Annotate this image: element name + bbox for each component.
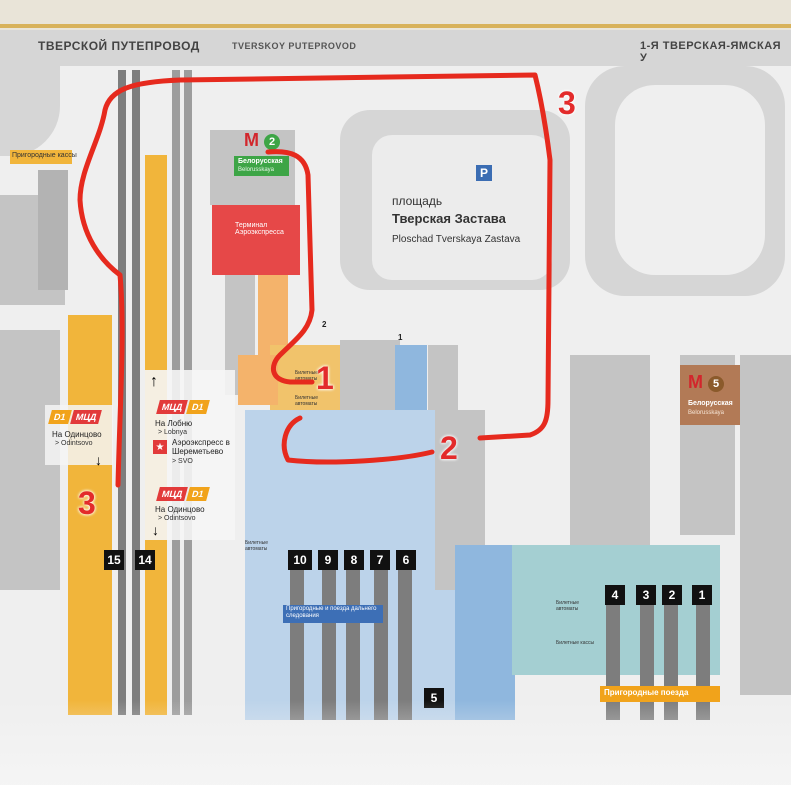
route-path-3 (77, 72, 553, 488)
ticket-label-1: Билетные автоматы (295, 370, 319, 382)
suburban-trains-label: Пригородные поезда (604, 688, 689, 697)
route-path-1 (265, 149, 315, 385)
route-marker-3-top: 3 (558, 85, 576, 121)
street-label-tverskaya-yamskaya: 1-Я ТВЕРСКАЯ-ЯМСКАЯ У (640, 40, 782, 64)
metro-east-logo: M (688, 372, 703, 392)
top-border-stripe (0, 24, 791, 28)
route-path-2 (281, 415, 435, 465)
metro-north-line: 2 (264, 134, 280, 150)
direction-aeroexpress-ru: Аэроэкспресс в Шереметьево (172, 438, 230, 456)
middle-building-2 (428, 345, 458, 415)
metro-north-name-ru: Белорусская (238, 158, 283, 165)
right-loop-inner (615, 85, 765, 275)
street-label-tverskoy-ru: ТВЕРСКОЙ ПУТЕПРОВОД (38, 39, 200, 53)
suburban-ticket-box (10, 150, 72, 164)
ticket-label-4: Билетные автоматы (556, 600, 580, 612)
square-name-en: Ploschad Tverskaya Zastava (392, 234, 521, 245)
middle-building-1 (340, 340, 400, 420)
platform-10: 10 (288, 550, 312, 570)
direction-odintsovo-ru: На Одинцово (155, 505, 205, 514)
aeroexpress-terminal (212, 205, 300, 275)
long-distance-label: Пригородные и поезда дальнего следования (286, 606, 377, 619)
metro-east-name-en: Belorusskaya (688, 410, 725, 416)
square-label-small: площадь (392, 194, 443, 208)
platform-2: 2 (662, 585, 682, 605)
tverskoy-overpass-road (0, 30, 791, 66)
ticket-hall-orange-2 (238, 355, 278, 405)
ticket-label-2: Билетные автоматы (295, 395, 319, 407)
platform-6: 6 (396, 550, 416, 570)
aeroexpress-terminal-label: Терминал Аэроэкспресса (235, 222, 284, 236)
route-marker-1: 1 (316, 360, 334, 396)
track-left-2 (132, 70, 140, 715)
direction-odintsovo-en: > Odintsovo (158, 515, 196, 522)
suburban-ticket-label: Пригородные кассы (12, 152, 77, 159)
exit-1-label: 1 (398, 333, 403, 342)
direction-lobnya-ru: На Лобню (155, 419, 193, 428)
metro-east-line: 5 (708, 376, 724, 392)
direction-aeroexpress-en: > SVO (172, 458, 193, 465)
direction-panel (145, 370, 235, 540)
right-building-1 (570, 355, 650, 545)
platform-7: 7 (370, 550, 390, 570)
platform-15: 15 (104, 550, 124, 570)
platform-4: 4 (605, 585, 625, 605)
platform-9: 9 (318, 550, 338, 570)
bottom-fade (0, 700, 791, 785)
left-direction-odintsovo-ru: На Одинцово (52, 430, 102, 439)
right-building-3 (740, 355, 791, 695)
left-building-3 (38, 170, 68, 290)
lower-blue-strip (455, 545, 515, 720)
platform-14: 14 (135, 550, 155, 570)
left-arrow-down-icon: ↓ (95, 452, 102, 468)
parking-icon: P (476, 165, 492, 181)
long-distance-banner (283, 605, 383, 623)
ticket-label-3: Билетные автоматы (245, 540, 269, 552)
arrow-up-icon: ↑ (150, 373, 158, 390)
platform-1: 1 (692, 585, 712, 605)
metro-east-name-ru: Белорусская (688, 400, 733, 407)
square-inner (372, 135, 552, 280)
metro-east-building (680, 365, 740, 425)
middle-track-5 (398, 570, 412, 720)
left-direction-odintsovo-en: > Odintsovo (55, 440, 93, 447)
arrow-down-icon: ↓ (152, 522, 159, 538)
orange-platform-strip (68, 315, 112, 715)
platform-3: 3 (636, 585, 656, 605)
metro-north-logo: M (244, 130, 259, 150)
suburban-trains-banner (600, 686, 720, 702)
platform-8: 8 (344, 550, 364, 570)
route-marker-2: 2 (440, 430, 458, 466)
metro-north-name-en: Belorusskaya (238, 167, 275, 173)
metro-north-name-box (234, 156, 289, 176)
street-label-tverskoy-en: TVERSKOY PUTEPROVOD (232, 41, 357, 51)
direction-lobnya-en: > Lobnya (158, 429, 187, 436)
middle-blue-tower (395, 345, 427, 420)
aeroexpress-star-icon: ★ (153, 440, 167, 454)
route-marker-3-left: 3 (78, 485, 96, 521)
exit-2-label: 2 (322, 320, 327, 329)
square-name-ru: Тверская Застава (392, 211, 506, 226)
ticket-label-5: Билетные кассы (556, 640, 595, 646)
